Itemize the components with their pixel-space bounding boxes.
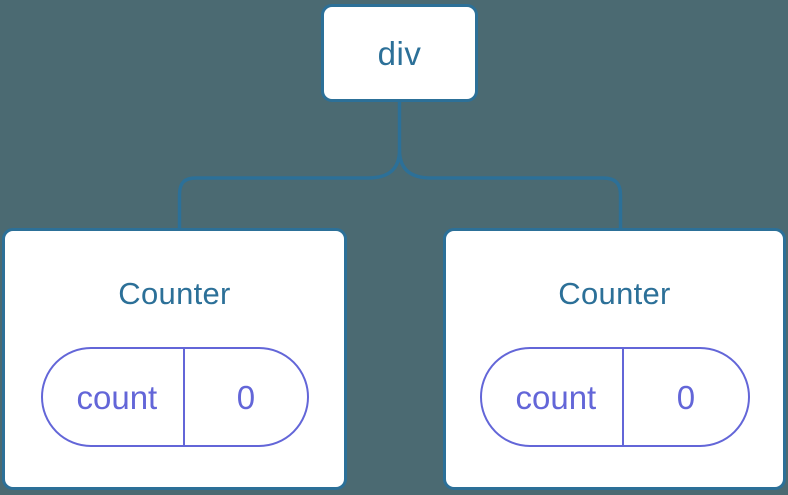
connector-branch-right	[397, 149, 623, 230]
node-div-label: div	[377, 34, 422, 72]
state-key-left: count	[76, 378, 158, 416]
node-counter-left-label: Counter	[118, 276, 231, 311]
connector-branch-left	[177, 149, 402, 230]
state-value-right: 0	[622, 349, 747, 445]
node-div[interactable]: div	[321, 4, 478, 102]
node-counter-right[interactable]: Counter count 0	[443, 228, 786, 490]
state-key-right: count	[515, 378, 597, 416]
state-pill-left[interactable]: count 0	[40, 347, 309, 447]
node-counter-right-label: Counter	[558, 276, 671, 311]
state-value-left: 0	[183, 349, 306, 445]
node-counter-left[interactable]: Counter count 0	[2, 228, 347, 490]
state-pill-right[interactable]: count 0	[479, 347, 750, 447]
